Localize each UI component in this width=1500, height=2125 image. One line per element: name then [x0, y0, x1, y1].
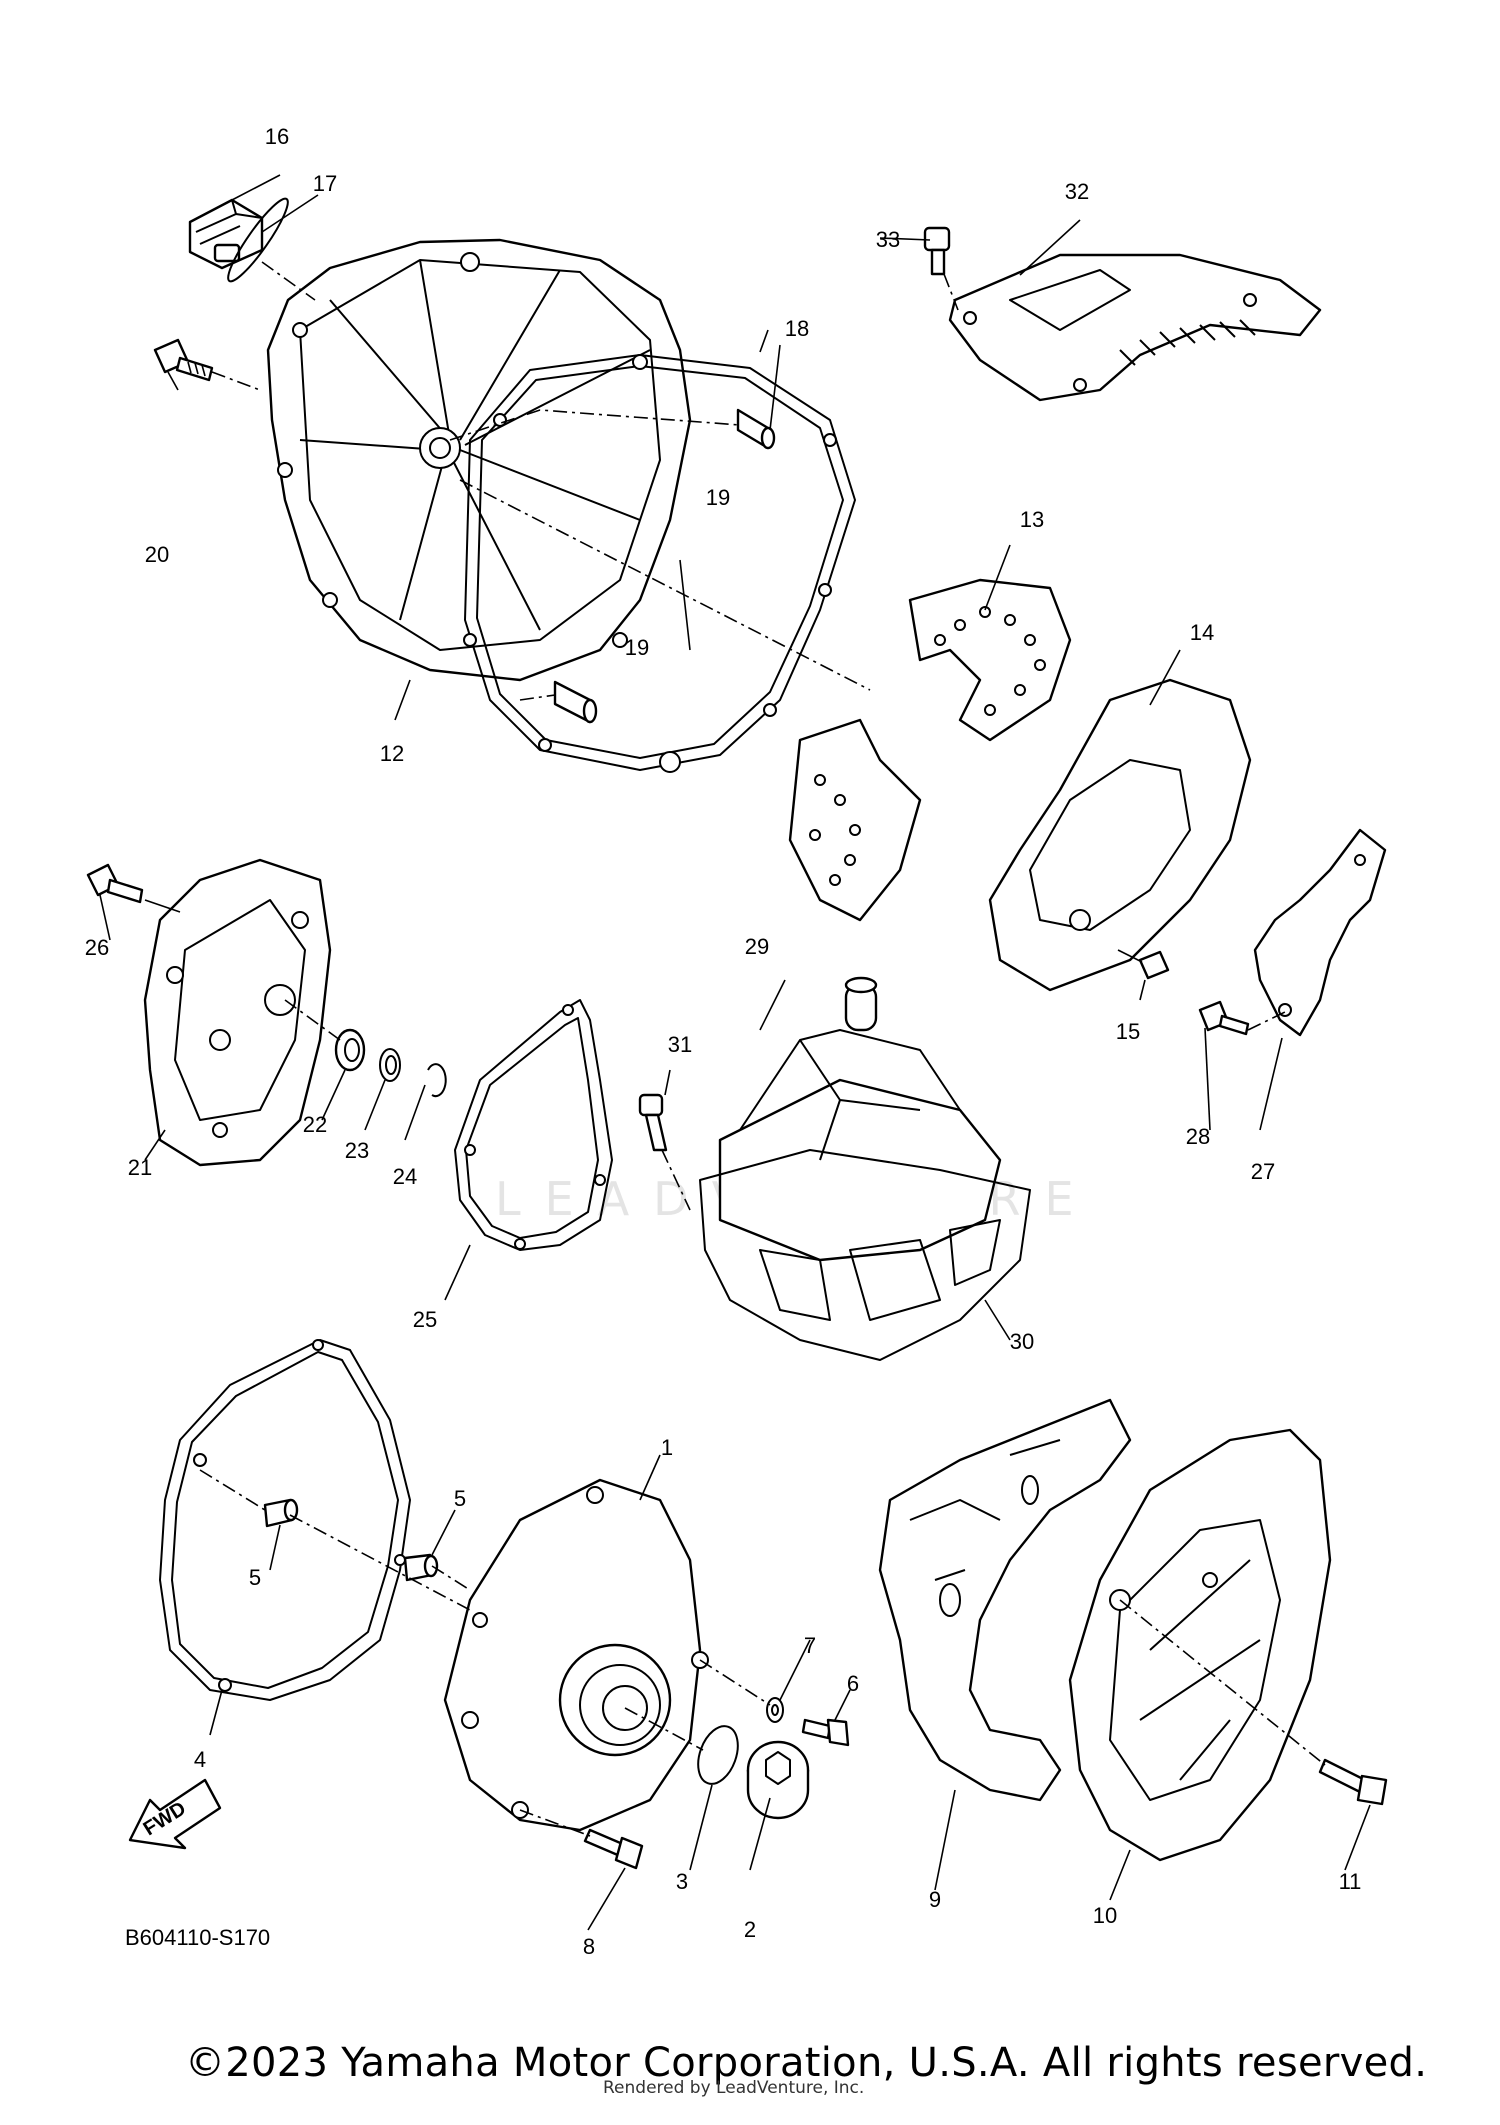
- callout-31: 31: [667, 1032, 693, 1057]
- callout-22: 22: [302, 1112, 328, 1137]
- callout-32: 32: [1064, 179, 1090, 204]
- part-15-bolt: [1117, 949, 1170, 980]
- part-21-oil-pump-cover: [143, 858, 332, 1167]
- part-6-bolt: [801, 1718, 850, 1747]
- part-8-bolt: [583, 1828, 644, 1870]
- part-11-bolt: [1318, 1758, 1388, 1806]
- callout-20: 20: [144, 542, 170, 567]
- callout-3: 3: [675, 1869, 689, 1894]
- part-19-dowel-pin-lower: [553, 680, 598, 724]
- part-20-bolt: [153, 338, 214, 382]
- callout-8: 8: [582, 1934, 596, 1959]
- callout-13: 13: [1019, 507, 1045, 532]
- callout-16: 16: [264, 124, 290, 149]
- part-14-clutch-cover-guard: [988, 678, 1252, 992]
- callout-5-left: 5: [248, 1565, 262, 1590]
- part-5-dowel-pin-left: [263, 1498, 299, 1528]
- callout-4: 4: [193, 1747, 207, 1772]
- callout-10: 10: [1092, 1903, 1118, 1928]
- part-31-bolt: [638, 1093, 668, 1152]
- callout-21: 21: [127, 1155, 153, 1180]
- callout-33: 33: [875, 227, 901, 252]
- callout-29: 29: [744, 934, 770, 959]
- callout-12: 12: [379, 741, 405, 766]
- figure-code: B604110-S170: [125, 1925, 271, 1950]
- part-12-clutch-cover: [266, 238, 692, 682]
- part-19-dowel-pin-upper: [736, 408, 776, 450]
- callout-5-right: 5: [453, 1486, 467, 1511]
- callout-24: 24: [392, 1164, 418, 1189]
- part-32-cover-plate: [948, 253, 1322, 402]
- callout-25: 25: [412, 1307, 438, 1332]
- part-1-generator-cover: [443, 1478, 709, 1832]
- part-13-damper-plate: [788, 578, 1072, 922]
- part-27-side-cover-plate: [1253, 828, 1387, 1037]
- part-2-access-plug: [746, 1740, 810, 1820]
- callout-14: 14: [1189, 620, 1215, 645]
- part-17-o-ring: [227, 197, 289, 283]
- part-10-sprocket-cover: [1068, 1428, 1332, 1862]
- copyright-notice: ©2023 Yamaha Motor Corporation, U.S.A. A…: [185, 2040, 1428, 2086]
- part-23-washer: [379, 1048, 401, 1082]
- callout-26: 26: [84, 935, 110, 960]
- callout-9: 9: [928, 1887, 942, 1912]
- part-24-circlip: [427, 1063, 447, 1098]
- callout-19-lower: 19: [624, 635, 650, 660]
- part-26-bolt: [86, 863, 181, 913]
- callout-6: 6: [846, 1671, 860, 1696]
- callout-2: 2: [743, 1917, 757, 1942]
- callout-11: 11: [1338, 1869, 1362, 1894]
- callout-23: 23: [344, 1138, 370, 1163]
- part-29-breather-cover: [718, 976, 1002, 1262]
- part-5-dowel-pin-right: [403, 1553, 439, 1582]
- part-9-guard-bracket: [878, 1398, 1132, 1802]
- fwd-direction-icon: FWD: [128, 1778, 222, 1850]
- part-22-oil-seal: [334, 1028, 366, 1072]
- part-28-bolt: [1198, 1000, 1250, 1036]
- callout-18: 18: [784, 316, 810, 341]
- rendered-by-credit: Rendered by LeadVenture, Inc.: [603, 2078, 865, 2098]
- callout-19-upper: 19: [705, 485, 731, 510]
- part-7-washer: [766, 1697, 784, 1723]
- callout-15: 15: [1115, 1019, 1141, 1044]
- callout-7: 7: [803, 1633, 817, 1658]
- part-3-o-ring: [697, 1725, 739, 1785]
- part-30-breather-gasket: [699, 1149, 1031, 1361]
- part-33-bolt: [923, 226, 951, 276]
- part-25-gasket: [454, 999, 613, 1251]
- callout-17: 17: [312, 171, 338, 196]
- callout-28: 28: [1185, 1124, 1211, 1149]
- leader-lines: [99, 174, 1371, 1931]
- callout-1: 1: [660, 1435, 674, 1460]
- callout-27: 27: [1250, 1159, 1276, 1184]
- callout-30: 30: [1009, 1329, 1035, 1354]
